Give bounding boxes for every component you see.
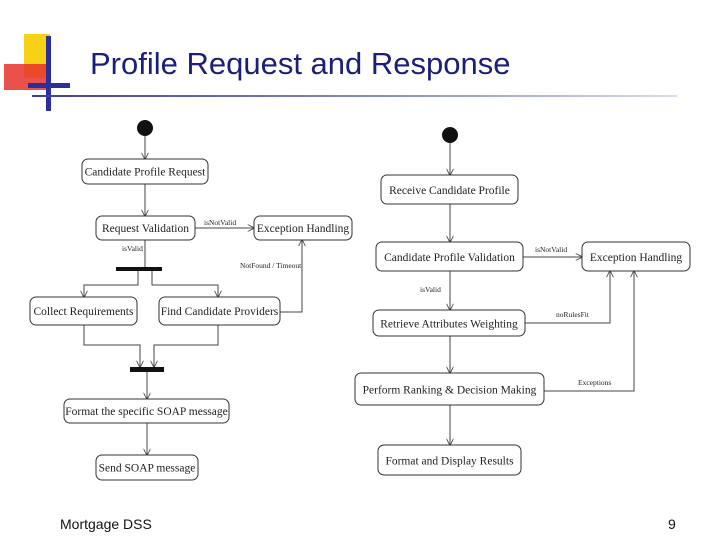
guard-right-no-rules-fit: noRulesFit <box>556 310 590 319</box>
left-edge-fork-to-find <box>151 271 218 297</box>
left-edge-fork-to-collect <box>84 271 139 297</box>
node-label: Retrieve Attributes Weighting <box>380 319 518 331</box>
node-retrieve-attributes-weighting: Retrieve Attributes Weighting <box>372 309 526 337</box>
node-label: Candidate Profile Validation <box>384 252 515 264</box>
logo-blue-horizontal-bar <box>28 83 70 88</box>
node-label: Send SOAP message <box>99 463 196 475</box>
guard-left-is-not-valid: isNotValid <box>204 218 236 227</box>
left-start-node <box>137 120 153 136</box>
title-underline <box>32 95 677 97</box>
node-send-soap-message: Send SOAP message <box>95 454 199 481</box>
slide-logo <box>4 34 70 111</box>
left-join-bar <box>130 367 164 372</box>
node-label: Candidate Profile Request <box>85 167 207 179</box>
right-edge-retrieve-to-exception <box>525 271 610 324</box>
node-format-display-results: Format and Display Results <box>377 444 522 476</box>
slide-footer: Mortgage DSS <box>60 516 152 532</box>
guard-right-is-valid: isValid <box>420 285 441 294</box>
node-label: Format and Display Results <box>385 456 514 468</box>
node-label: Find Candidate Providers <box>161 306 279 318</box>
node-label: Request Validation <box>102 223 189 235</box>
node-receive-candidate-profile: Receive Candidate Profile <box>380 174 519 205</box>
guard-right-exceptions: Exceptions <box>578 378 611 387</box>
left-fork-bar <box>116 267 162 271</box>
left-edge-find-to-join <box>154 325 219 367</box>
node-label: Receive Candidate Profile <box>389 185 510 197</box>
left-edge-collect-to-join <box>83 325 140 367</box>
logo-blue-vertical-bar <box>46 36 51 111</box>
activity-diagrams: Candidate Profile Request Request Valida… <box>29 120 691 481</box>
node-label: Exception Handling <box>590 252 683 264</box>
left-edge-find-to-exception <box>280 240 302 313</box>
slide-page-number: 9 <box>668 516 676 532</box>
node-candidate-profile-validation: Candidate Profile Validation <box>375 241 524 272</box>
node-perform-ranking: Perform Ranking & Decision Making <box>354 372 545 406</box>
node-collect-requirements: Collect Requirements <box>29 296 138 326</box>
node-request-validation: Request Validation <box>95 215 196 241</box>
node-label: Format the specific SOAP message <box>65 406 227 418</box>
left-activity-diagram: Candidate Profile Request Request Valida… <box>29 120 353 481</box>
node-label: Collect Requirements <box>34 306 134 318</box>
node-exception-handling-right: Exception Handling <box>581 241 691 272</box>
guard-left-not-found-timeout: NotFound / Timeout <box>240 261 302 270</box>
right-start-node <box>442 127 458 143</box>
right-activity-diagram: Receive Candidate Profile Candidate Prof… <box>354 127 691 476</box>
node-find-candidate-providers: Find Candidate Providers <box>158 296 281 326</box>
node-candidate-profile-request: Candidate Profile Request <box>81 158 209 185</box>
slide-title: Profile Request and Response <box>90 46 511 81</box>
node-format-soap-message: Format the specific SOAP message <box>63 398 230 424</box>
guard-left-is-valid: isValid <box>122 244 143 253</box>
right-edge-ranking-to-exception <box>544 271 634 392</box>
node-label: Exception Handling <box>257 223 350 235</box>
node-exception-handling-left: Exception Handling <box>253 215 353 241</box>
node-label: Perform Ranking & Decision Making <box>363 385 537 397</box>
guard-right-is-not-valid: isNotValid <box>535 245 567 254</box>
